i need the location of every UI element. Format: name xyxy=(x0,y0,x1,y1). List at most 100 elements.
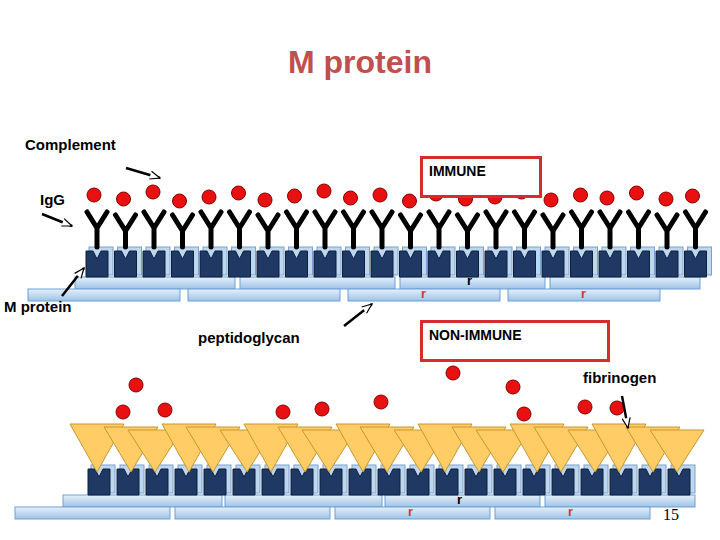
complement-dot xyxy=(317,184,331,198)
part-label: IgG xyxy=(40,192,65,209)
complement-dot xyxy=(87,188,101,202)
m-protein xyxy=(371,251,393,277)
bar-letter: r xyxy=(408,505,413,519)
peptidoglycan-bar xyxy=(225,495,382,507)
igg-antibody xyxy=(486,212,506,247)
complement-dot xyxy=(506,380,520,394)
complement-dot xyxy=(630,186,644,200)
m-protein xyxy=(115,251,137,277)
fibrinogen-row xyxy=(70,424,704,472)
m-protein xyxy=(668,469,690,495)
peptidoglycan-layer xyxy=(15,277,700,519)
complement-dot xyxy=(258,193,272,207)
m-protein xyxy=(117,469,139,495)
m-protein xyxy=(204,469,226,495)
fibrinogen xyxy=(650,430,704,472)
complement-dot xyxy=(574,188,588,202)
bar-letter: r xyxy=(568,505,573,519)
m-protein xyxy=(146,469,168,495)
igg-antibody xyxy=(287,212,307,247)
complement-dot xyxy=(315,402,329,416)
igg-antibody xyxy=(543,215,563,247)
m-protein xyxy=(685,251,707,277)
m-protein xyxy=(349,469,371,495)
complement-dot xyxy=(202,190,216,204)
m-protein xyxy=(88,469,110,495)
complement-dot xyxy=(232,186,246,200)
igg-antibody xyxy=(87,212,107,247)
igg-antibody xyxy=(315,212,335,247)
m-protein xyxy=(86,251,108,277)
complement-dot xyxy=(659,192,673,206)
m-protein xyxy=(552,469,574,495)
m-protein xyxy=(514,251,536,277)
igg-antibody xyxy=(401,215,421,247)
complement-dot xyxy=(129,378,143,392)
highlight-box: NON-IMMUNE xyxy=(420,320,610,362)
title: M protein xyxy=(0,44,720,81)
complement-dot xyxy=(686,189,700,203)
peptidoglycan-bar xyxy=(550,277,700,289)
igg-antibody xyxy=(429,212,449,247)
igg-antibody xyxy=(372,212,392,247)
peptidoglycan-bar xyxy=(15,507,170,519)
m-protein xyxy=(262,469,284,495)
complement-dot xyxy=(446,366,460,380)
igg-antibody xyxy=(116,215,136,247)
m-protein xyxy=(172,251,194,277)
igg-antibody xyxy=(230,212,250,247)
complement-dot xyxy=(276,405,290,419)
m-protein xyxy=(436,469,458,495)
m-protein xyxy=(571,251,593,277)
part-label: Complement xyxy=(25,137,116,154)
part-label: M protein xyxy=(4,299,72,316)
igg-antibody xyxy=(201,212,221,247)
m-protein xyxy=(291,469,313,495)
bar-letter: r xyxy=(467,274,472,288)
m-protein xyxy=(407,469,429,495)
leader-line xyxy=(42,214,72,226)
igg-antibody xyxy=(686,212,706,247)
igg-antibody xyxy=(458,215,478,247)
igg-antibody xyxy=(173,215,193,247)
m-protein xyxy=(428,251,450,277)
m-protein xyxy=(542,251,564,277)
box-label: IMMUNE xyxy=(423,159,539,183)
leader-line xyxy=(62,268,84,296)
complement-dot xyxy=(403,194,417,208)
peptidoglycan-bar xyxy=(75,277,235,289)
peptidoglycan-bar xyxy=(545,495,695,507)
complement-dot xyxy=(146,185,160,199)
m-protein xyxy=(286,251,308,277)
complement-dot xyxy=(600,191,614,205)
peptidoglycan-bar xyxy=(240,277,395,289)
peptidoglycan-bar xyxy=(63,495,222,507)
leader-line xyxy=(622,396,628,428)
complement-dot xyxy=(610,401,624,415)
complement-dot xyxy=(173,194,187,208)
igg-antibody xyxy=(600,212,620,247)
bar-letter: r xyxy=(457,493,462,507)
leader-line xyxy=(344,304,372,326)
complement-dot xyxy=(544,193,558,207)
igg-antibody xyxy=(572,212,592,247)
m-protein xyxy=(233,469,255,495)
m-protein xyxy=(494,469,516,495)
m-protein xyxy=(320,469,342,495)
m-protein xyxy=(175,469,197,495)
m-protein xyxy=(314,251,336,277)
m-protein xyxy=(599,251,621,277)
part-label: peptidoglycan xyxy=(198,330,300,347)
complement-dot xyxy=(116,405,130,419)
complement-dot xyxy=(344,191,358,205)
m-protein xyxy=(465,469,487,495)
m-protein xyxy=(610,469,632,495)
complement-dots xyxy=(87,184,700,421)
complement-dot xyxy=(578,400,592,414)
m-protein xyxy=(343,251,365,277)
igg-antibody xyxy=(144,212,164,247)
part-label: fibrinogen xyxy=(583,370,656,387)
